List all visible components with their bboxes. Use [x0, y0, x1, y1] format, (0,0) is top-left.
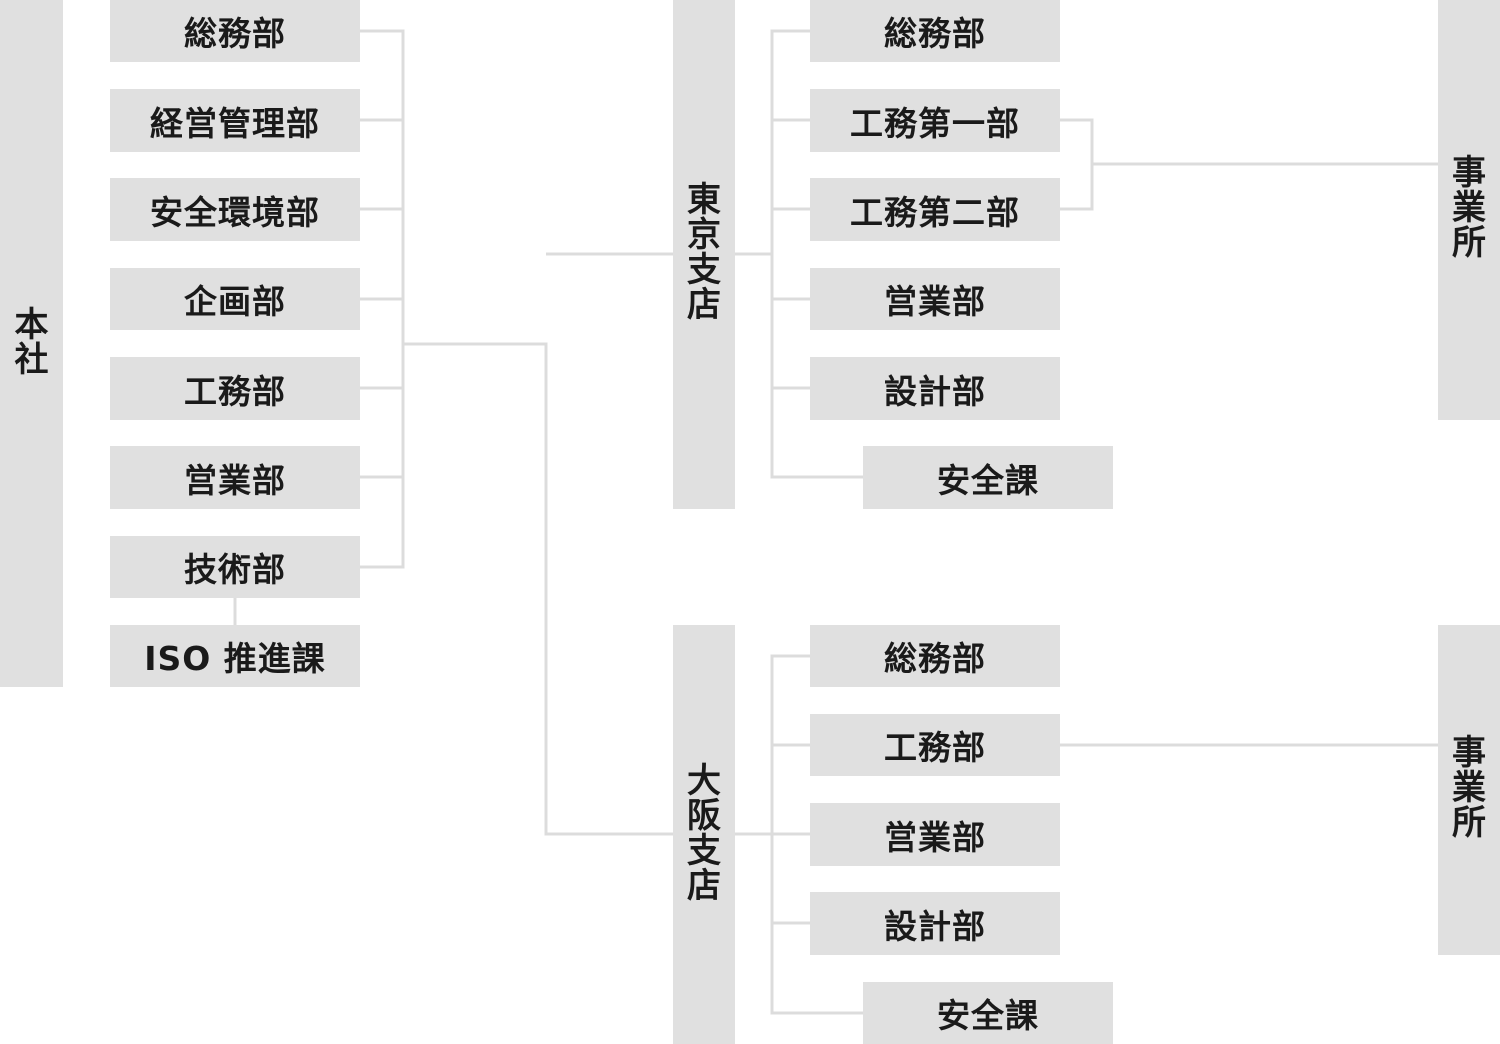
- honsha-dept-keiei: 経営管理部: [110, 89, 360, 152]
- honsha-label: 本社: [14, 305, 49, 381]
- osaka-dept-koumu: 工務部: [810, 714, 1060, 776]
- tokyo-dept-koumu2: 工務第二部: [810, 178, 1060, 241]
- tokyo-dept-koumu1: 工務第一部: [810, 89, 1060, 152]
- osaka-office-box: 事業所: [1438, 625, 1500, 955]
- honsha-dept-eigyo: 営業部: [110, 446, 360, 509]
- osaka-branch-box: 大阪支店: [673, 625, 735, 1044]
- honsha-dept-somu: 総務部: [110, 0, 360, 62]
- tokyo-dept-eigyo: 営業部: [810, 268, 1060, 330]
- connector-line-7: [403, 342, 673, 836]
- tokyo-safety-section: 安全課: [863, 446, 1113, 509]
- tokyo-office-box: 事業所: [1438, 0, 1500, 420]
- osaka-dept-eigyo: 営業部: [810, 803, 1060, 866]
- osaka-safety-section: 安全課: [863, 982, 1113, 1044]
- osaka-dept-somu: 総務部: [810, 625, 1060, 687]
- honsha-dept-kikaku: 企画部: [110, 268, 360, 330]
- honsha-dept-koumu: 工務部: [110, 357, 360, 420]
- honsha-box: 本社: [0, 0, 63, 687]
- osaka-branch-label: 大阪支店: [687, 761, 721, 907]
- iso-section: ISO 推進課: [110, 625, 360, 687]
- honsha-dept-anzen: 安全環境部: [110, 178, 360, 241]
- osaka-dept-sekkei: 設計部: [810, 892, 1060, 955]
- tokyo-office-label: 事業所: [1452, 153, 1486, 264]
- tokyo-dept-sekkei: 設計部: [810, 357, 1060, 420]
- tokyo-branch-label: 東京支店: [687, 180, 721, 326]
- osaka-office-label: 事業所: [1452, 733, 1486, 844]
- connector-line-15: [1060, 118, 1094, 211]
- connector-line-10: [770, 29, 863, 479]
- tokyo-branch-box: 東京支店: [673, 0, 735, 509]
- honsha-dept-gijutsu: 技術部: [110, 536, 360, 598]
- tokyo-dept-somu: 総務部: [810, 0, 1060, 62]
